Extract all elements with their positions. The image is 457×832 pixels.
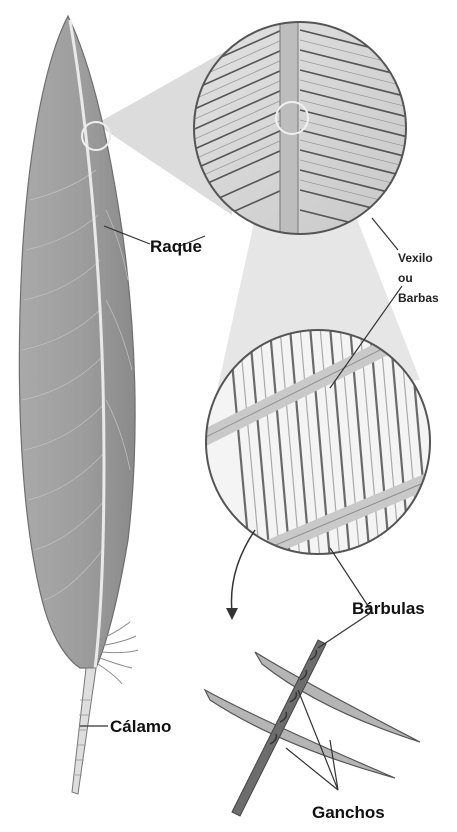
label-calamus: Cálamo xyxy=(110,717,171,736)
label-vane-line2: ou xyxy=(398,271,413,285)
magnified-barbs-circle xyxy=(170,10,420,250)
label-vane-line3: Barbas xyxy=(398,291,439,305)
label-vane-line1: Vexilo xyxy=(398,251,433,265)
label-rachis: Raque xyxy=(150,237,202,256)
label-hooks: Ganchos xyxy=(312,803,385,822)
barbule-hooks-detail xyxy=(205,640,420,816)
detail-arrow xyxy=(231,530,255,612)
label-barbules: Bárbulas xyxy=(352,599,425,618)
